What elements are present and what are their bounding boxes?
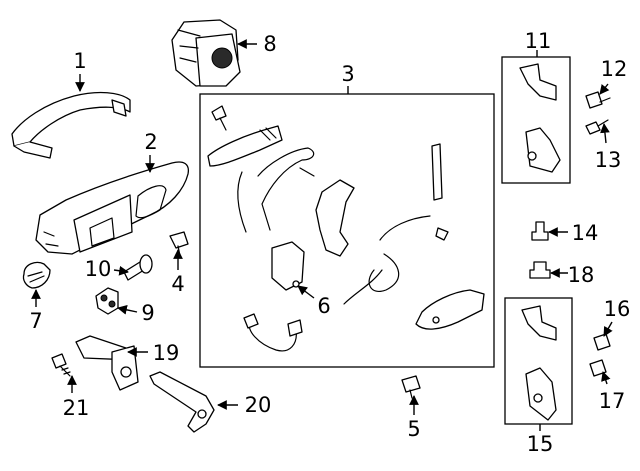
latch-assembly-parts [207, 105, 485, 352]
screw-21 [51, 353, 71, 377]
leader-17 [601, 371, 611, 385]
callout-20: 20 [245, 393, 272, 417]
callout-8: 8 [263, 32, 276, 56]
leader-6 [297, 285, 315, 299]
callout-6: 6 [317, 294, 330, 318]
handle-bracket [35, 161, 190, 255]
group-frame-11 [501, 56, 571, 184]
group-frame-3 [199, 93, 495, 368]
hinge-lower [521, 305, 557, 421]
cap-plate-9 [95, 287, 119, 315]
pin-4 [169, 231, 189, 257]
bolt-14 [531, 221, 549, 241]
bolt-16 [593, 333, 611, 351]
leader-13 [600, 123, 610, 144]
callout-18: 18 [568, 263, 595, 287]
callout-2: 2 [144, 130, 157, 154]
leader-9 [117, 305, 138, 315]
bolt-13 [585, 119, 609, 135]
callout-4: 4 [171, 272, 184, 296]
leader-16 [603, 321, 613, 337]
callout-19: 19 [153, 341, 180, 365]
callout-1: 1 [73, 49, 86, 73]
callout-9: 9 [141, 301, 154, 325]
callout-15: 15 [527, 432, 554, 456]
callout-21: 21 [63, 396, 90, 420]
door-check-arm [75, 335, 139, 391]
callout-12: 12 [601, 57, 628, 81]
callout-17: 17 [599, 389, 626, 413]
bolt-5 [401, 375, 421, 399]
callout-3: 3 [341, 62, 354, 86]
callout-13: 13 [595, 148, 622, 172]
hinge-upper [519, 63, 561, 173]
callout-11: 11 [525, 29, 552, 53]
callout-16: 16 [604, 297, 631, 321]
group-frame-15 [504, 297, 573, 425]
bracket-20 [149, 371, 215, 433]
bolt-10 [123, 254, 153, 281]
bolt-12 [585, 91, 611, 109]
handle-cap [22, 261, 51, 289]
bolt-18 [529, 261, 551, 279]
lock-cylinder [171, 19, 241, 87]
outer-door-handle [11, 91, 131, 159]
callout-5: 5 [407, 417, 420, 441]
leader-10 [113, 265, 129, 276]
callout-10: 10 [85, 257, 112, 281]
leader-12 [599, 83, 610, 95]
callout-14: 14 [572, 221, 599, 245]
callout-7: 7 [29, 309, 42, 333]
